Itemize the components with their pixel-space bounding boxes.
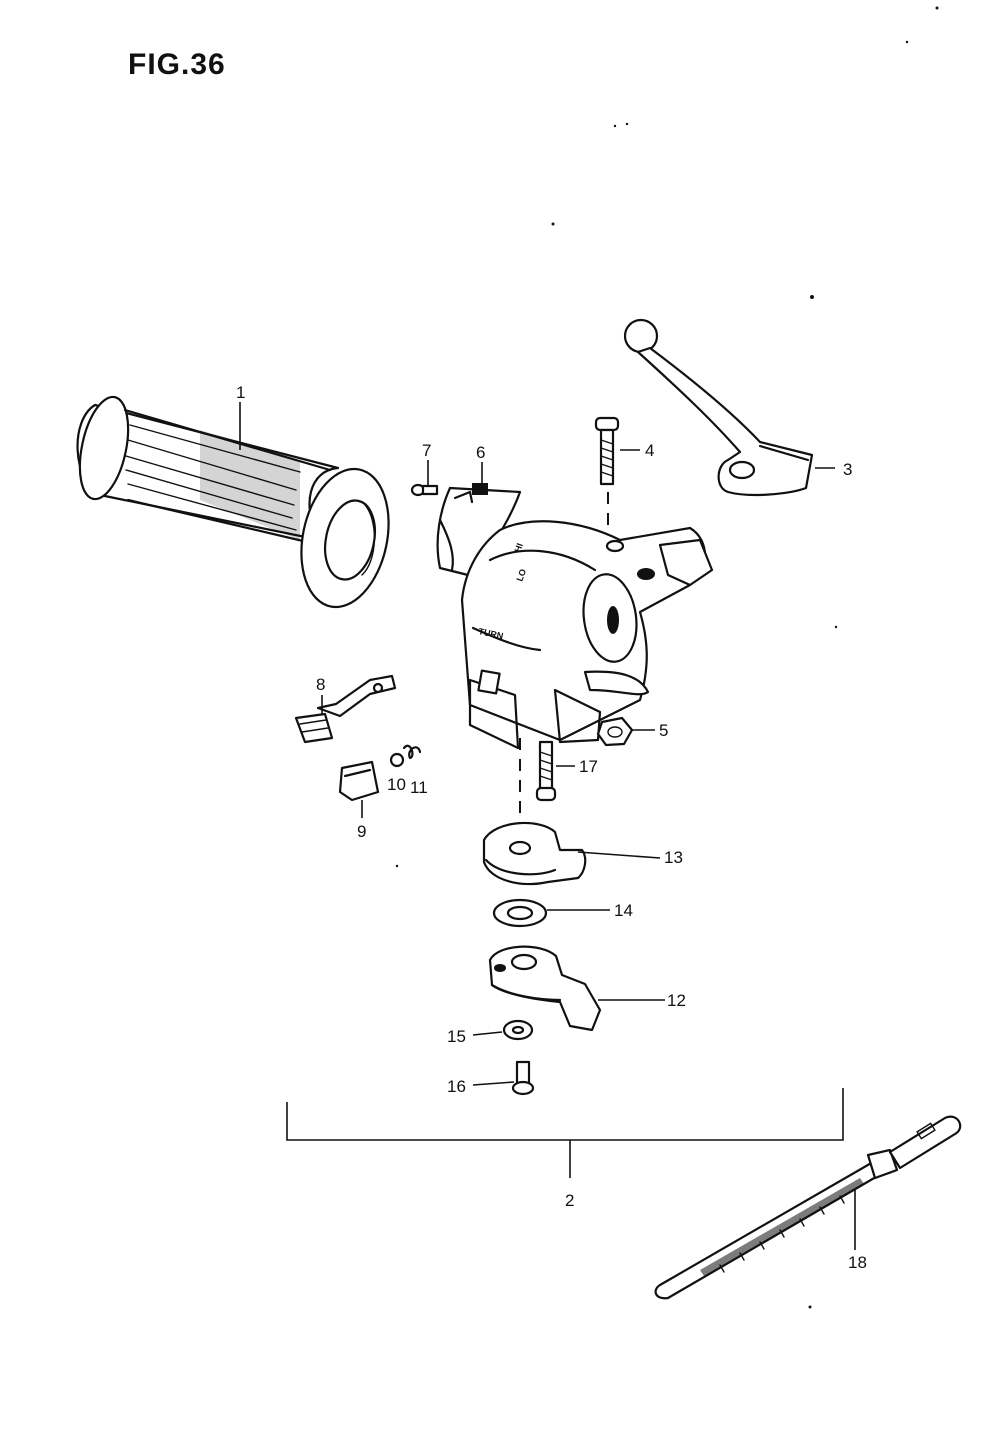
callout-9: 9 [357,822,366,841]
hi-marking: HI [512,542,524,554]
callout-18: 18 [848,1253,867,1272]
spring-part-11 [402,744,422,760]
callout-1: 1 [236,383,245,402]
figure-title: FIG.36 [128,48,226,81]
callout-8: 8 [316,675,325,694]
callout-4: 4 [645,441,654,460]
callout-7: 7 [422,441,431,460]
leader-lines [239,402,856,1250]
callout-11: 11 [410,778,428,797]
washer-part-15 [502,1019,534,1041]
pulley-part-12 [488,945,602,1032]
callout-14: 14 [614,901,633,920]
knob-part-9 [338,760,380,802]
callout-15: 15 [447,1027,466,1046]
lower-housing-part-13 [482,821,587,886]
grip-part [76,395,390,609]
ball-part-10 [389,752,405,768]
scan-specks [395,6,939,1309]
cable-tie-part-18 [654,1115,962,1300]
callout-13: 13 [664,848,683,867]
pin-part-7 [410,483,439,497]
nut-part-5 [596,716,634,747]
contact-part-8 [294,674,397,744]
callout-labels: 1 2 3 4 5 6 7 8 9 10 11 12 13 14 15 16 1… [236,383,867,1272]
callout-10: 10 [387,775,406,794]
screw-part-17 [535,740,557,802]
assembly-bracket [286,1088,844,1178]
lever-part [623,318,814,497]
bolt-part-16 [511,1060,535,1096]
switch-housing: HI LO TURN [460,520,714,750]
lo-marking: LO [514,568,528,583]
callout-6: 6 [476,443,485,462]
washer-part-14 [492,898,548,928]
callout-2: 2 [565,1191,574,1210]
callout-5: 5 [659,721,668,740]
callout-17: 17 [579,757,598,776]
callout-16: 16 [447,1077,466,1096]
screw-part-4 [594,416,620,550]
callout-3: 3 [843,460,852,479]
callout-12: 12 [667,991,686,1010]
